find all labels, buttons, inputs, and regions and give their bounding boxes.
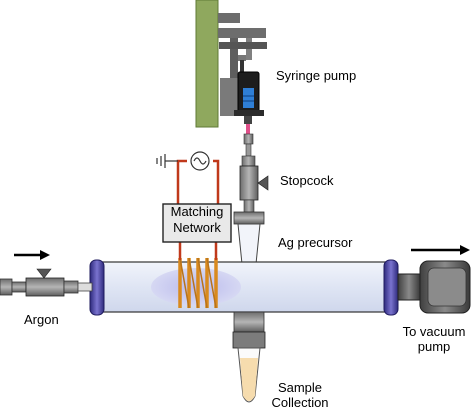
sample-collection-label: Sample Collection	[262, 380, 338, 410]
rf-wiring	[176, 159, 220, 260]
stopcock	[239, 155, 269, 213]
matching-network-box	[162, 203, 232, 243]
ground-icon	[156, 154, 178, 168]
vacuum-pump	[397, 260, 471, 314]
syringe-pump	[195, 0, 267, 134]
ag-precursor-label: Ag precursor	[278, 235, 353, 250]
matching-network-label: Matching Network	[163, 204, 231, 242]
syringe-liquid	[243, 88, 254, 108]
ac-source-icon	[190, 151, 210, 171]
glass-tube	[99, 261, 393, 313]
valve-icon	[257, 175, 269, 191]
flow-arrow-icon	[14, 250, 50, 260]
sample-collection-line1: Sample	[277, 380, 323, 395]
argon-label: Argon	[24, 312, 59, 327]
sample-collection-line2: Collection	[271, 395, 329, 410]
matching-network-line2: Network	[173, 220, 221, 235]
sample-collection	[232, 311, 266, 403]
valve-icon	[36, 268, 52, 279]
coil-icon	[178, 257, 218, 309]
stopcock-label: Stopcock	[280, 173, 334, 188]
matching-network-line1: Matching	[170, 204, 224, 219]
syringe-needle	[246, 124, 250, 134]
right-flange	[383, 259, 399, 316]
to-vacuum-pump-label: To vacuum pump	[396, 324, 472, 354]
plasma-glow	[151, 268, 241, 306]
pump-green-panel	[195, 0, 219, 128]
collection-liquid	[240, 358, 258, 401]
to-vacuum-pump-line1: To vacuum	[402, 324, 466, 339]
to-vacuum-pump-line2: pump	[417, 339, 451, 354]
syringe-pump-label: Syringe pump	[276, 68, 357, 83]
flow-arrow-icon	[411, 245, 470, 255]
argon-inlet	[0, 268, 93, 297]
